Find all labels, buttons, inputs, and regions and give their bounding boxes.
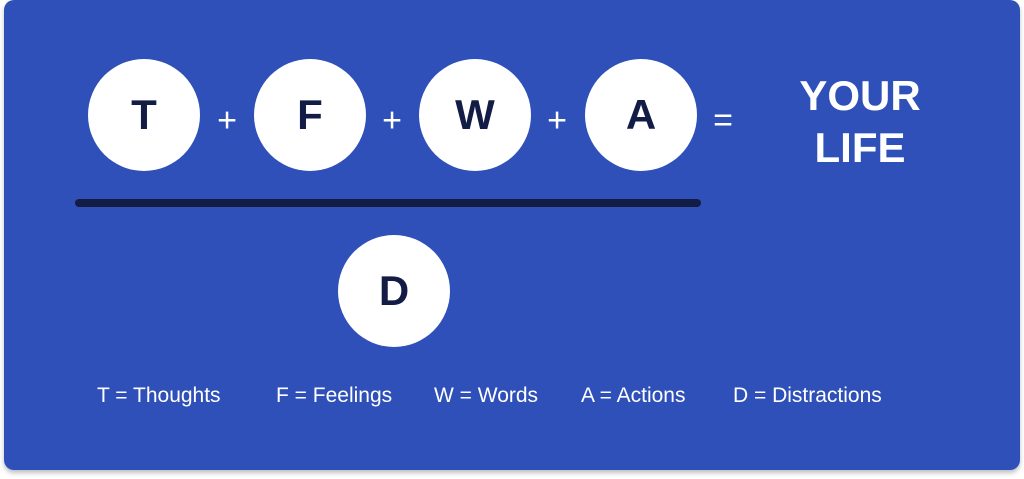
legend-actions: A = Actions (581, 384, 686, 407)
circle-thoughts: T (88, 59, 200, 171)
fraction-bar (75, 199, 701, 207)
circle-actions: A (585, 59, 697, 171)
plus-sign: + (382, 101, 402, 140)
equals-sign: = (713, 101, 733, 140)
plus-sign: + (547, 101, 567, 140)
circle-distractions: D (338, 235, 450, 347)
legend-distractions: D = Distractions (733, 384, 882, 407)
legend-feelings: F = Feelings (276, 384, 393, 407)
legend-words: W = Words (434, 384, 539, 407)
result-line-2: LIFE (814, 124, 906, 171)
result-text: YOUR LIFE (760, 70, 960, 174)
legend-thoughts: T = Thoughts (97, 384, 221, 407)
plus-sign: + (217, 101, 237, 140)
circle-words: W (419, 59, 531, 171)
circle-feelings: F (254, 59, 366, 171)
result-line-1: YOUR (799, 72, 921, 119)
